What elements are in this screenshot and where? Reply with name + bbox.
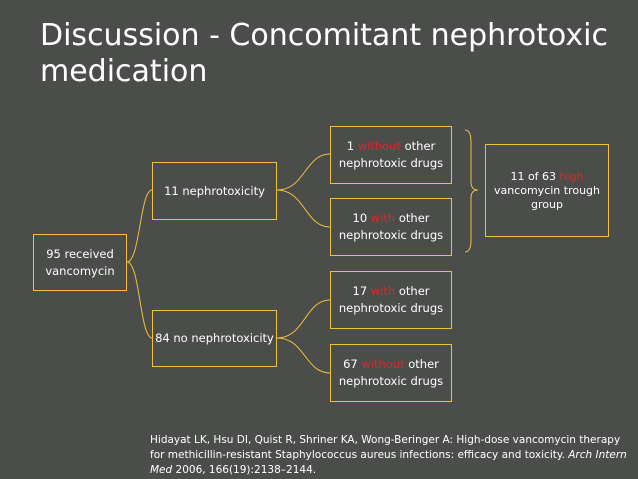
with-highlight-2: with	[370, 284, 396, 298]
with-highlight-1: with	[370, 211, 396, 225]
summary-node-label: 11 of 63 high vancomycin trough group	[493, 169, 601, 211]
root-node-label: 95 received vancomycin	[45, 246, 115, 278]
without-highlight-2: without	[361, 357, 405, 371]
connector-no-nephrotoxicity-to-with	[276, 299, 331, 339]
connector-nephrotoxicity-to-with	[276, 189, 331, 228]
summary-node-box: 11 of 63 high vancomycin trough group	[485, 144, 609, 237]
without-drugs-node-2-box: 67 without other nephrotoxic drugs	[330, 344, 452, 402]
with-drugs-node-1-box: 10 with other nephrotoxic drugs	[330, 198, 452, 256]
citation: Hidayat LK, Hsu DI, Quist R, Shriner KA,…	[150, 433, 630, 478]
no-nephrotoxicity-node-label: 84 no nephrotoxicity	[155, 331, 274, 345]
without-drugs-node-2-label: 67 without other nephrotoxic drugs	[338, 357, 444, 388]
root-node-box: 95 received vancomycin	[33, 234, 127, 291]
no-nephrotoxicity-node-box: 84 no nephrotoxicity	[152, 310, 277, 367]
without-highlight-1: without	[357, 139, 401, 153]
with-drugs-node-2-label: 17 with other nephrotoxic drugs	[338, 284, 444, 315]
without-drugs-node-1-box: 1 without other nephrotoxic drugs	[330, 126, 452, 184]
citation-text: Hidayat LK, Hsu DI, Quist R, Shriner KA,…	[150, 434, 621, 461]
connector-nephrotoxicity-to-without	[276, 153, 331, 191]
with-drugs-node-2-box: 17 with other nephrotoxic drugs	[330, 271, 452, 329]
citation-details: 2006, 166(19):2138–2144.	[172, 464, 317, 476]
without-drugs-node-1-label: 1 without other nephrotoxic drugs	[338, 139, 444, 170]
citation-journal: Arch Intern Med	[150, 449, 627, 476]
connector-root-to-nephrotoxicity	[126, 189, 153, 263]
nephrotoxicity-node-label: 11 nephrotoxicity	[164, 183, 265, 198]
slide-title: Discussion - Concomitant nephrotoxic med…	[40, 18, 608, 89]
high-highlight: high	[559, 169, 584, 183]
connector-no-nephrotoxicity-to-without	[276, 337, 331, 374]
nephrotoxicity-node-box: 11 nephrotoxicity	[152, 162, 277, 220]
connector-root-to-no-nephrotoxicity	[126, 261, 153, 339]
summary-brace	[464, 129, 479, 253]
with-drugs-node-1-label: 10 with other nephrotoxic drugs	[338, 211, 444, 242]
